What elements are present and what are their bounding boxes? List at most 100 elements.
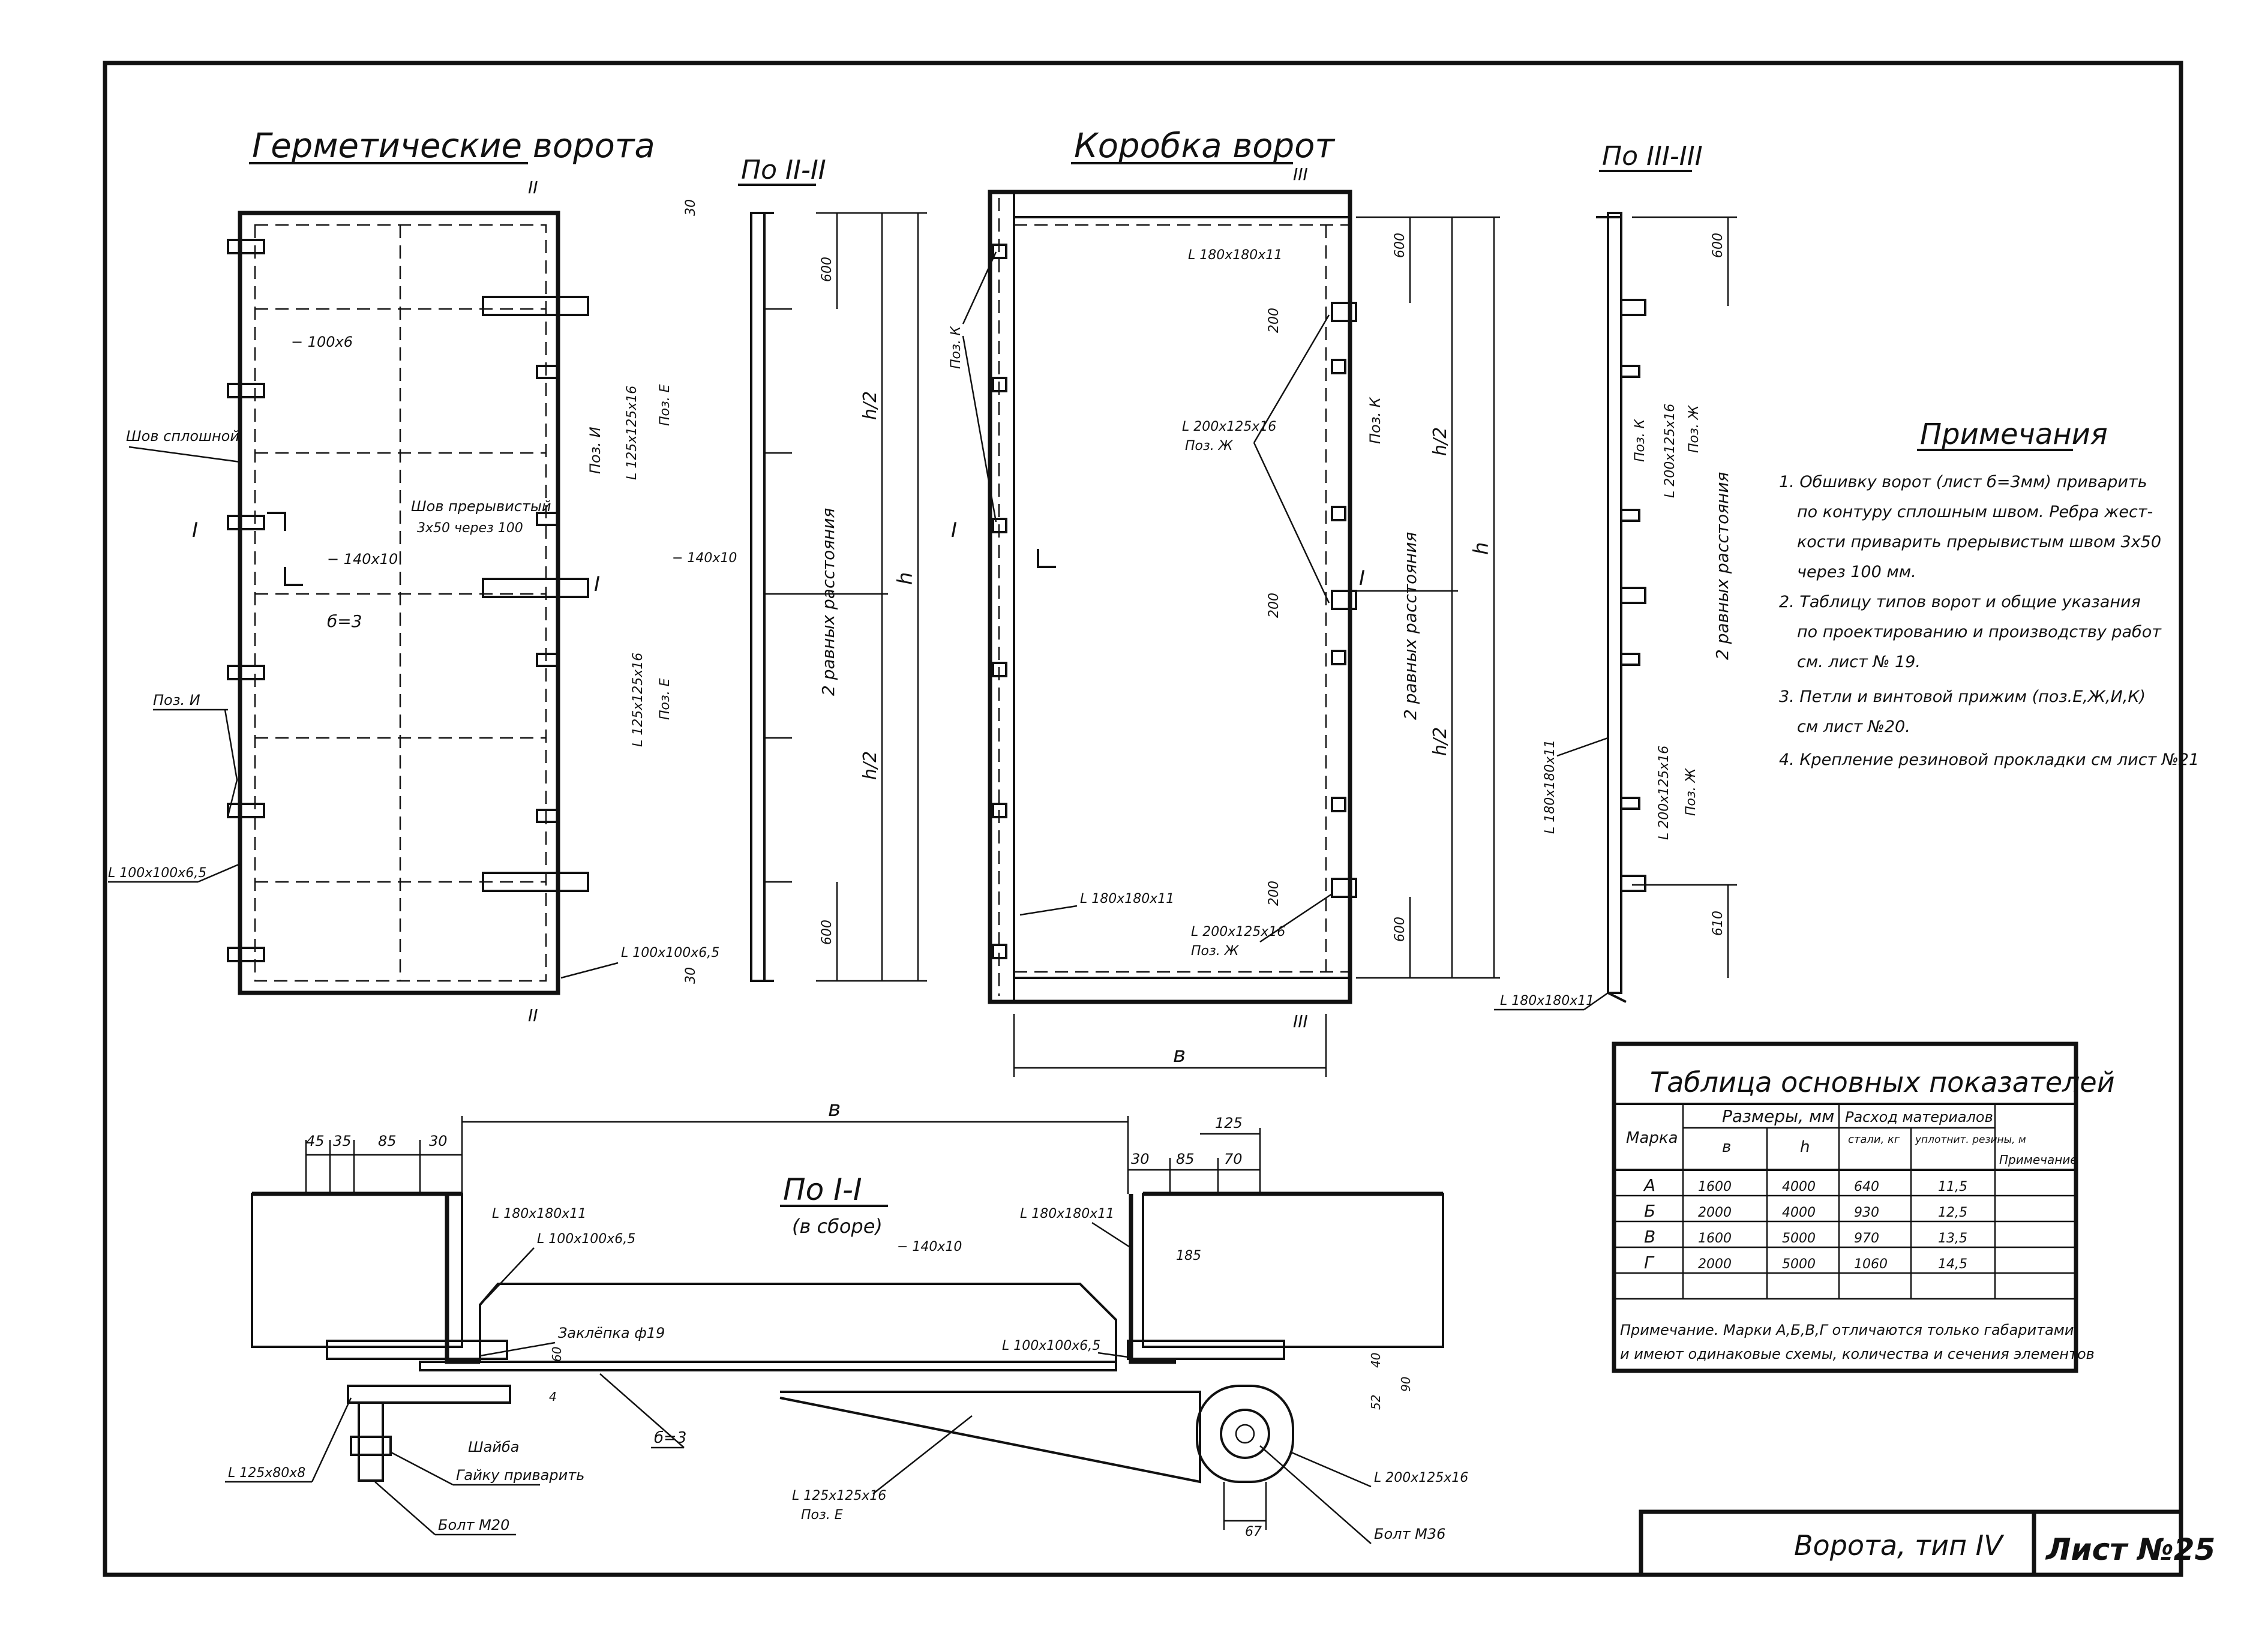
sheet-border [103,61,2183,1577]
corner-mark-b [284,567,303,586]
box-h: h [1469,542,1493,555]
hinge-block [1196,1385,1294,1483]
sec1-d35: 35 [333,1133,352,1149]
box-outer [988,190,1352,1004]
angle-left [445,1194,480,1364]
box-h2b: h/2 [1430,727,1451,756]
sec1-flat: − 140х10 [897,1239,962,1254]
box-l180-bot: L 180х180х11 [1080,891,1174,906]
stamp-name: Ворота, тип IV [1794,1529,2005,1562]
sec2-d600-top: 600 [820,257,835,282]
sec2-d600-bot: 600 [820,920,835,945]
sec3-l200: L 200х125х16 [1663,404,1678,498]
base-plate-right [1127,1340,1285,1360]
note-line-3: кости приварить прерывистым швом 3х50 [1797,533,2161,551]
row3-rubber: 13,5 [1938,1231,1967,1246]
table-note-1: Примечание. Марки А,Б,В,Г отличаются тол… [1620,1322,2074,1338]
sec1-d70: 70 [1224,1151,1243,1167]
th-sizes: Размеры, мм [1722,1106,1834,1126]
box-sec-i-left: I [951,518,957,542]
row2-mark: Б [1644,1201,1655,1221]
sec3-l180b: L 180х180х11 [1500,993,1594,1008]
box-b-dim: в [1173,1043,1186,1067]
gate-l125b-label: L 125х125х16 [631,653,646,747]
box-h2a: h/2 [1430,427,1451,456]
row2-rubber: 12,5 [1938,1205,1967,1220]
section-i: По I-I (в сборе) в [225,1097,1468,1544]
angle-right [1129,1194,1176,1364]
row2-h: 4000 [1782,1205,1816,1220]
gate-l125-label: L 125х125х16 [625,386,640,480]
row1-rubber: 11,5 [1938,1179,1967,1194]
gate-poz-e2-label: Поз. Е [658,678,673,720]
box-d200c: 200 [1267,881,1282,906]
box-l180-top: L 180х180х11 [1188,248,1282,263]
sec1-rivet: Заклёпка ф19 [558,1325,665,1341]
sec1-d52: 52 [1369,1395,1383,1410]
sec3-poz-zh: Поз. Ж [1687,404,1702,453]
sec3-eq: 2 равных расстояния [1712,472,1732,660]
sec2-h: h [893,572,917,585]
notes-block: Примечания 1. Обшивку ворот (лист б=3мм)… [1779,418,2199,769]
sec1-l180r: L 180х180х11 [1020,1206,1114,1221]
row3-b: 1600 [1698,1231,1732,1246]
note-line-6: по проектированию и производству работ [1797,623,2162,641]
row2-steel: 930 [1854,1205,1879,1220]
box-eq: 2 равных расстояния [1400,532,1420,720]
row1-steel: 640 [1854,1179,1879,1194]
table-title: Таблица основных показателей [1650,1066,2115,1098]
note-line-5: 2. Таблицу типов ворот и общие указания [1779,593,2141,611]
row4-b: 2000 [1698,1257,1732,1272]
base-plate-left [326,1340,508,1360]
hinge-bolt [1220,1409,1270,1459]
skin-plate [419,1361,1117,1371]
sec1-d125: 125 [1215,1115,1243,1131]
note-line-4: через 100 мм. [1797,563,1916,581]
box-l200b: L 200х125х16 [1191,924,1285,939]
row1-mark: А [1643,1175,1655,1195]
clamps-right [482,296,589,892]
sec3-title: По III-III [1602,141,1703,172]
clamp-plate [347,1385,511,1404]
row1-b: 1600 [1698,1179,1732,1194]
sec1-poz-e: Поз. Е [801,1508,843,1523]
section-ii: По II-II 30 600 h/2 h 2 равных расстояни… [672,155,927,984]
sec3-d610: 610 [1711,911,1726,936]
gate-flat-label: − 140х10 [327,551,398,568]
th-material: Расход материалов [1845,1109,1993,1125]
row4-rubber: 14,5 [1938,1257,1967,1272]
box-poz-k: Поз. К [949,325,964,369]
gate-weld-label: Шов сплошной [126,428,239,445]
sec2-d30-bot: 30 [683,967,698,984]
th-mark: Марка [1626,1129,1678,1147]
sec1-l100: L 100х100х6,5 [537,1232,635,1247]
sec3-poz-zh2: Поз. Ж [1684,767,1699,816]
box-d200a: 200 [1267,308,1282,333]
row1-h: 4000 [1782,1179,1816,1194]
sec1-bolt36: Болт М36 [1374,1526,1445,1542]
box-d200b: 200 [1267,593,1282,618]
gate-plate-label: − 100х6 [291,334,353,350]
gate-angle-label: L 100х100х6,5 [108,866,206,881]
gate-weld-int-label: Шов прерывистый [411,498,551,515]
sec1-l125: L 125х125х16 [792,1488,886,1503]
sec2-h2-top: h/2 [860,391,881,420]
box-sec-i-right: I [1359,566,1365,590]
row4-mark: Г [1644,1253,1655,1272]
th-h: h [1800,1138,1810,1156]
sec1-d85: 85 [378,1133,397,1149]
box-bolts-right [1331,359,1346,812]
sec1-l125x80: L 125х80х8 [228,1466,305,1481]
sec1-l180: L 180х180х11 [492,1206,586,1221]
box-sec-iii-bot: III [1293,1011,1308,1031]
angle-left-2 [479,1283,1117,1362]
sec1-bolt: Болт М20 [438,1517,509,1533]
sec1-d60: 60 [550,1347,564,1362]
sec3-d600: 600 [1711,233,1726,258]
sec1-title: По I-I [783,1172,862,1207]
sec1-b: в [828,1097,841,1121]
sec3-poz-k: Поз. К [1633,418,1648,462]
box-poz-k2: Поз. К [1367,397,1384,444]
sec2-plate [750,212,766,982]
